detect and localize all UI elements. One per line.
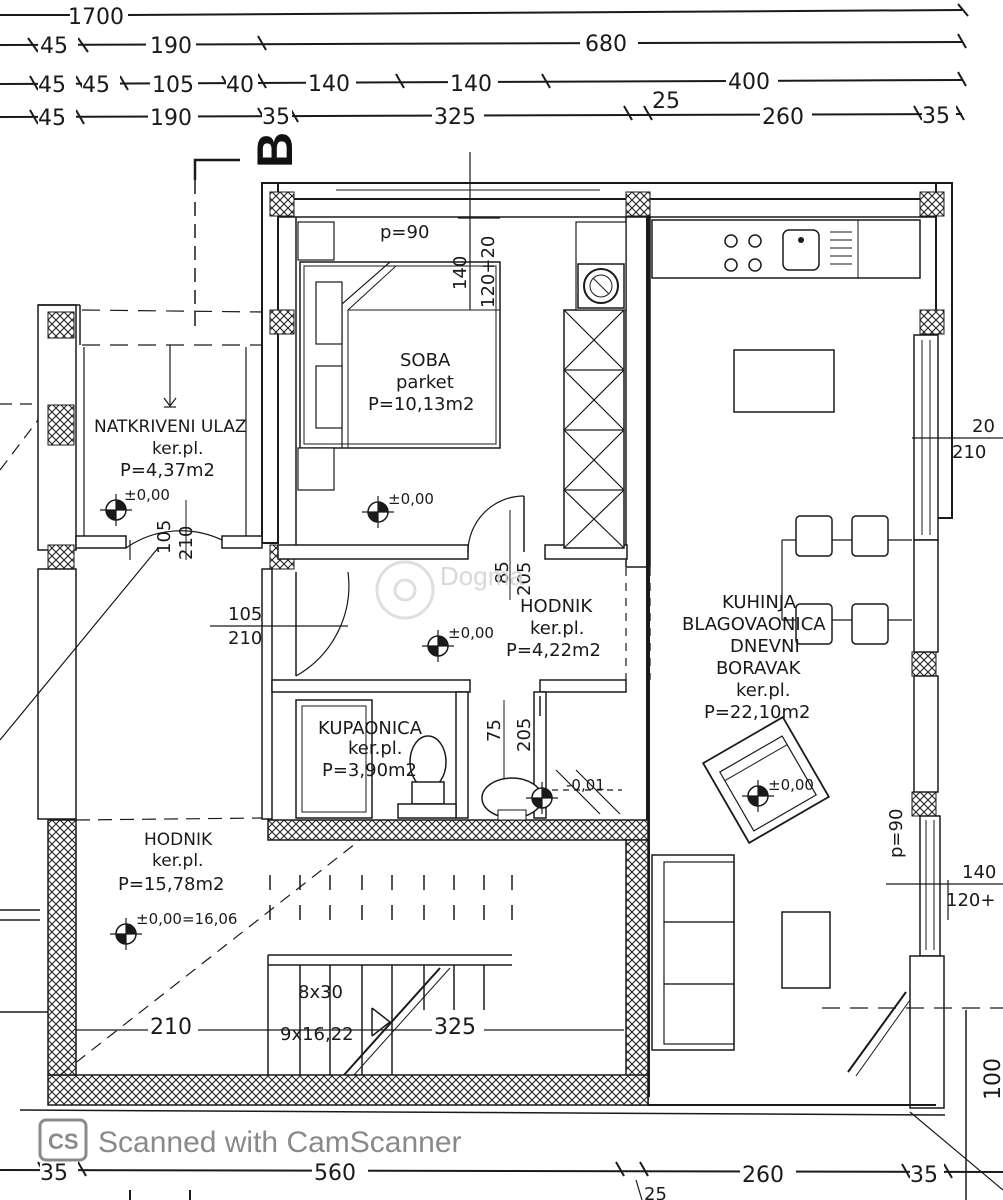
walls bbox=[0, 182, 953, 1116]
level-marker-icon bbox=[742, 780, 774, 812]
room-hall-large-name: HODNIK bbox=[144, 830, 213, 850]
hallway-bathroom: 105 210 75 205 bbox=[210, 568, 651, 821]
level-hall: ±0,00 bbox=[448, 624, 494, 642]
dim-row2-680: 680 bbox=[585, 32, 627, 57]
level-hall-large: ±0,00=16,06 bbox=[136, 910, 237, 928]
dim-bottom-35b: 35 bbox=[910, 1163, 938, 1188]
ghost-logo: Dogma bbox=[375, 560, 524, 620]
room-bedroom-floor: parket bbox=[396, 372, 454, 393]
room-labels: NATKRIVENI ULAZ ker.pl. P=4,37m2 SOBA pa… bbox=[94, 350, 826, 895]
level-marker-icon bbox=[422, 630, 454, 662]
room-hall-large-area: P=15,78m2 bbox=[118, 874, 224, 895]
level-bedroom: ±0,00 bbox=[388, 490, 434, 508]
dim-row4-35b: 35 bbox=[922, 104, 950, 129]
room-living-area: P=22,10m2 bbox=[704, 702, 810, 723]
bedroom-window-v1: 140 bbox=[450, 256, 471, 290]
bottom-dimensions: 35 560 260 35 25 bbox=[0, 1111, 1003, 1200]
dim-row4-260: 260 bbox=[762, 105, 804, 130]
level-entrance: ±0,00 bbox=[124, 486, 170, 504]
ghost-logo-text: Dogma bbox=[440, 561, 524, 591]
room-hall-large-floor: ker.pl. bbox=[152, 851, 203, 871]
section-marker: B bbox=[193, 132, 303, 330]
watermark-text: Scanned with CamScanner bbox=[98, 1126, 462, 1159]
dim-row1-1700: 1700 bbox=[68, 5, 124, 30]
bed-door-height: 205 bbox=[514, 562, 535, 596]
watermark-badge: CS bbox=[48, 1129, 79, 1154]
dim-bottom-560: 560 bbox=[314, 1161, 356, 1186]
bath-door-height: 205 bbox=[514, 718, 535, 752]
staircase: 8x30 9x16,22 210 325 bbox=[0, 817, 624, 1076]
dim-right-140: 140 bbox=[962, 862, 996, 883]
stairs-dim-325: 325 bbox=[434, 1015, 476, 1040]
room-hall-area: P=4,22m2 bbox=[506, 640, 601, 661]
dim-right-120: 120+ bbox=[946, 890, 995, 911]
stairs-rise: 9x16,22 bbox=[280, 1024, 354, 1045]
top-dimension-lines: 1700 45 190 680 45 45 105 40 140 14 bbox=[0, 3, 969, 131]
living-window-width: p=90 bbox=[886, 809, 907, 858]
room-living-name-3: DNEVNI bbox=[730, 636, 800, 657]
room-entrance-floor: ker.pl. bbox=[152, 439, 203, 459]
dim-row3-40: 40 bbox=[226, 73, 254, 98]
bedroom: p=90 140 120+20 85 205 bbox=[297, 152, 627, 600]
dim-right-100: 100 bbox=[981, 1058, 1003, 1100]
dim-row2-190: 190 bbox=[150, 34, 192, 59]
kitchen-living: p=90 bbox=[651, 219, 1003, 1077]
bedroom-window-width: p=90 bbox=[380, 222, 429, 243]
dim-row4-190: 190 bbox=[150, 106, 192, 131]
stairs-dim-210: 210 bbox=[150, 1015, 192, 1040]
level-marker-icon bbox=[110, 918, 142, 950]
level-markers: ±0,00 ±0,00 ±0,00 -0,01 bbox=[100, 486, 814, 950]
dim-bottom-35a: 35 bbox=[40, 1161, 68, 1186]
entrance-door: 105 210 bbox=[0, 500, 223, 741]
room-entrance-name: NATKRIVENI ULAZ bbox=[94, 417, 246, 437]
camscanner-watermark: CS Scanned with CamScanner bbox=[38, 1118, 462, 1162]
level-marker-icon bbox=[362, 496, 394, 528]
room-living-name-4: BORAVAK bbox=[716, 658, 802, 679]
room-bath-name: KUPAONICA bbox=[318, 718, 423, 739]
dim-row3-45b: 45 bbox=[82, 73, 110, 98]
entrance-door-height: 210 bbox=[176, 526, 197, 560]
dim-row4-35a: 35 bbox=[262, 105, 290, 130]
dim-row4-45: 45 bbox=[38, 106, 66, 131]
bedroom-window-v2: 120+20 bbox=[478, 236, 499, 308]
room-bath-area: P=3,90m2 bbox=[322, 760, 417, 781]
dim-right-20: 20 bbox=[972, 416, 995, 437]
dim-bottom-25: 25 bbox=[644, 1184, 667, 1200]
level-bath: -0,01 bbox=[566, 776, 605, 794]
dim-row4-25: 25 bbox=[652, 89, 680, 114]
entrance-door-width: 105 bbox=[154, 520, 175, 554]
hall-door-width: 105 bbox=[228, 604, 262, 625]
dim-row2-45: 45 bbox=[40, 34, 68, 59]
room-entrance-area: P=4,37m2 bbox=[120, 460, 215, 481]
stairs-steps: 8x30 bbox=[298, 982, 343, 1003]
dim-row3-45a: 45 bbox=[38, 73, 66, 98]
right-edge-dimensions: 20 210 140 120+ 100 bbox=[946, 416, 1003, 1200]
section-marker-label: B bbox=[247, 132, 303, 168]
dim-row4-325: 325 bbox=[434, 105, 476, 130]
dim-row3-140b: 140 bbox=[450, 72, 492, 97]
room-living-name-1: KUHINJA bbox=[722, 592, 797, 613]
hall-door-height: 210 bbox=[228, 628, 262, 649]
room-hall-name: HODNIK bbox=[520, 596, 593, 617]
room-hall-floor: ker.pl. bbox=[530, 618, 584, 639]
bath-door-width: 75 bbox=[484, 719, 505, 742]
dim-right-210: 210 bbox=[952, 442, 986, 463]
room-bedroom-area: P=10,13m2 bbox=[368, 394, 474, 415]
room-living-floor: ker.pl. bbox=[736, 680, 790, 701]
bed-door-width: 85 bbox=[492, 561, 513, 584]
dim-row3-105: 105 bbox=[152, 73, 194, 98]
dim-bottom-260: 260 bbox=[742, 1163, 784, 1188]
dim-row3-400: 400 bbox=[728, 70, 770, 95]
room-bedroom-name: SOBA bbox=[400, 350, 451, 371]
level-living: ±0,00 bbox=[768, 776, 814, 794]
room-bath-floor: ker.pl. bbox=[348, 738, 402, 759]
dim-row3-140a: 140 bbox=[308, 72, 350, 97]
level-marker-icon bbox=[100, 494, 132, 526]
level-marker-icon bbox=[526, 782, 558, 814]
room-living-name-2: BLAGOVAONICA bbox=[682, 614, 826, 635]
